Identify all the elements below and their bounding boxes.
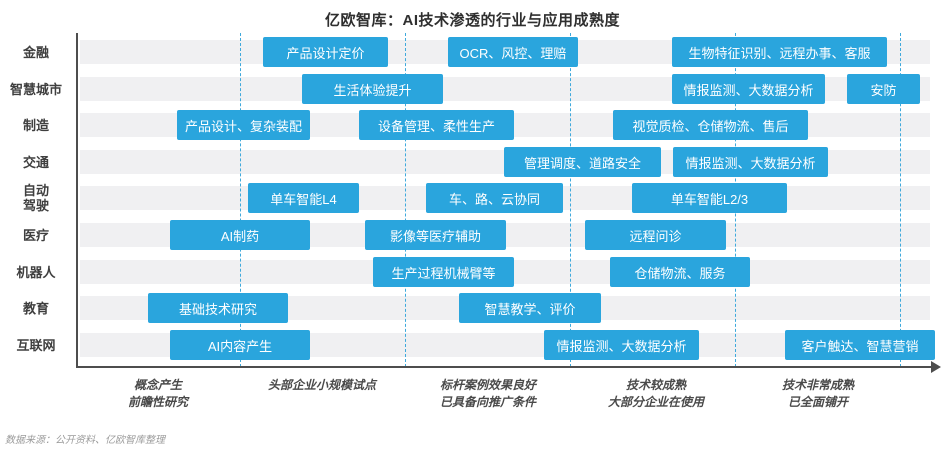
stage-label: 技术较成熟大部分企业在使用	[561, 377, 751, 411]
stage-divider-line	[900, 33, 901, 367]
industry-label: 交通	[0, 150, 72, 174]
maturity-bar: 情报监测、大数据分析	[672, 74, 825, 104]
maturity-bar: 生物特征识别、远程办事、客服	[672, 37, 887, 67]
source-note: 数据来源：公开资料、亿欧智库整理	[5, 435, 165, 446]
industry-label: 自动驾驶	[0, 183, 72, 213]
maturity-bar: 车、路、云协同	[426, 183, 563, 213]
stage-label: 技术非常成熟已全面铺开	[723, 377, 913, 411]
stage-label: 头部企业小规模试点	[227, 377, 417, 394]
maturity-bar: 智慧教学、评价	[459, 293, 601, 323]
maturity-bar: 影像等医疗辅助	[365, 220, 506, 250]
stage-label-line: 技术较成熟	[625, 378, 686, 392]
maturity-bar: 单车智能L2/3	[632, 183, 787, 213]
x-axis-line	[76, 366, 933, 368]
industry-label-line: 医疗	[22, 227, 49, 243]
stage-label-line: 概念产生	[133, 378, 182, 392]
maturity-bar: 视觉质检、仓储物流、售后	[613, 110, 808, 140]
stage-divider-line	[240, 33, 241, 367]
industry-label-line: 互联网	[16, 337, 56, 353]
maturity-bar: 情报监测、大数据分析	[544, 330, 699, 360]
chart-title: 亿欧智库：AI技术渗透的行业与应用成熟度	[324, 12, 620, 29]
stage-label-line: 已具备向推广条件	[439, 395, 536, 409]
maturity-bar: 管理调度、道路安全	[504, 147, 661, 177]
maturity-bar: 单车智能L4	[248, 183, 359, 213]
maturity-bar: 情报监测、大数据分析	[673, 147, 828, 177]
industry-label-line: 驾驶	[22, 198, 49, 213]
stage-label-line: 已全面铺开	[787, 395, 848, 409]
industry-label: 互联网	[0, 333, 72, 357]
industry-label-line: 制造	[22, 117, 49, 133]
industry-label-line: 交通	[22, 154, 49, 170]
maturity-bar: AI内容产生	[170, 330, 310, 360]
industry-label-line: 金融	[22, 44, 49, 60]
industry-label: 金融	[0, 40, 72, 64]
industry-label-line: 教育	[22, 300, 49, 316]
stage-label: 概念产生前瞻性研究	[63, 377, 253, 411]
industry-label-line: 智慧城市	[9, 81, 62, 97]
maturity-bar: 生活体验提升	[302, 74, 443, 104]
industry-label: 教育	[0, 296, 72, 320]
maturity-bar: AI制药	[170, 220, 310, 250]
maturity-bar: 仓储物流、服务	[610, 257, 750, 287]
stage-label-line: 大部分企业在使用	[607, 395, 704, 409]
maturity-bar: 远程问诊	[585, 220, 726, 250]
industry-label: 机器人	[0, 260, 72, 284]
industry-label: 医疗	[0, 223, 72, 247]
stage-label-line: 头部企业小规模试点	[267, 378, 376, 392]
stage-label: 标杆案例效果良好已具备向推广条件	[393, 377, 583, 411]
maturity-bar: OCR、风控、理赔	[448, 37, 578, 67]
stage-divider-line	[405, 33, 406, 367]
axis-arrow-icon	[931, 361, 941, 373]
industry-label: 智慧城市	[0, 77, 72, 101]
maturity-bar: 生产过程机械臂等	[373, 257, 514, 287]
maturity-bar: 安防	[847, 74, 920, 104]
maturity-bar: 基础技术研究	[148, 293, 288, 323]
stage-label-line: 标杆案例效果良好	[439, 378, 536, 392]
maturity-bar: 产品设计、复杂装配	[177, 110, 310, 140]
stage-label-line: 技术非常成熟	[781, 378, 854, 392]
maturity-bar: 产品设计定价	[263, 37, 388, 67]
industry-label-line: 机器人	[16, 264, 56, 280]
maturity-bar: 客户触达、智慧营销	[785, 330, 935, 360]
industry-label: 制造	[0, 113, 72, 137]
stage-divider-line	[570, 33, 571, 367]
y-axis-line	[76, 33, 78, 367]
industry-label-line: 自动	[22, 183, 49, 198]
maturity-bar: 设备管理、柔性生产	[359, 110, 514, 140]
stage-label-line: 前瞻性研究	[127, 395, 188, 409]
